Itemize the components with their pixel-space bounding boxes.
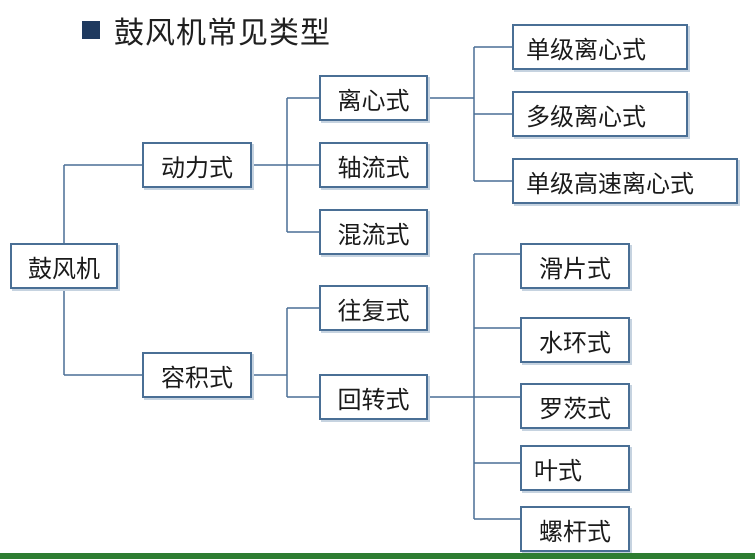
node-screw: 螺杆式 xyxy=(520,506,630,552)
node-reciprocating-label: 往复式 xyxy=(337,296,410,325)
node-water-ring-label: 水环式 xyxy=(539,328,611,357)
node-mixed: 混流式 xyxy=(319,209,428,255)
node-roots-label: 罗茨式 xyxy=(539,394,611,423)
node-centrifugal: 离心式 xyxy=(319,75,428,121)
node-centrifugal-label: 离心式 xyxy=(337,86,410,115)
node-single-stage: 单级离心式 xyxy=(512,24,688,70)
node-power-label: 动力式 xyxy=(161,153,233,182)
node-single-high-speed-label: 单级高速离心式 xyxy=(526,169,694,198)
footer-bar xyxy=(0,553,755,559)
node-axial-label: 轴流式 xyxy=(337,153,410,182)
node-water-ring: 水环式 xyxy=(520,317,630,363)
node-power: 动力式 xyxy=(142,142,252,188)
node-axial: 轴流式 xyxy=(319,142,428,188)
page-title: 鼓风机常见类型 xyxy=(82,8,331,52)
title-text: 鼓风机常见类型 xyxy=(114,16,331,51)
node-volume: 容积式 xyxy=(142,352,252,398)
title-bullet-icon xyxy=(82,21,100,39)
node-sliding-vane: 滑片式 xyxy=(520,243,630,289)
node-lobe: 叶式 xyxy=(520,445,630,491)
node-multi-stage-label: 多级离心式 xyxy=(526,102,646,131)
node-reciprocating: 往复式 xyxy=(319,285,428,331)
node-single-high-speed: 单级高速离心式 xyxy=(512,158,738,204)
node-lobe-label: 叶式 xyxy=(534,456,582,485)
node-single-stage-label: 单级离心式 xyxy=(526,35,646,64)
node-multi-stage: 多级离心式 xyxy=(512,91,688,137)
node-volume-label: 容积式 xyxy=(161,363,233,392)
node-mixed-label: 混流式 xyxy=(337,220,410,249)
node-sliding-vane-label: 滑片式 xyxy=(539,254,611,283)
node-root: 鼓风机 xyxy=(10,243,118,289)
node-screw-label: 螺杆式 xyxy=(539,517,611,546)
node-roots: 罗茨式 xyxy=(520,383,630,429)
node-rotary-label: 回转式 xyxy=(337,385,410,414)
node-rotary: 回转式 xyxy=(319,374,428,420)
node-root-label: 鼓风机 xyxy=(28,254,100,283)
